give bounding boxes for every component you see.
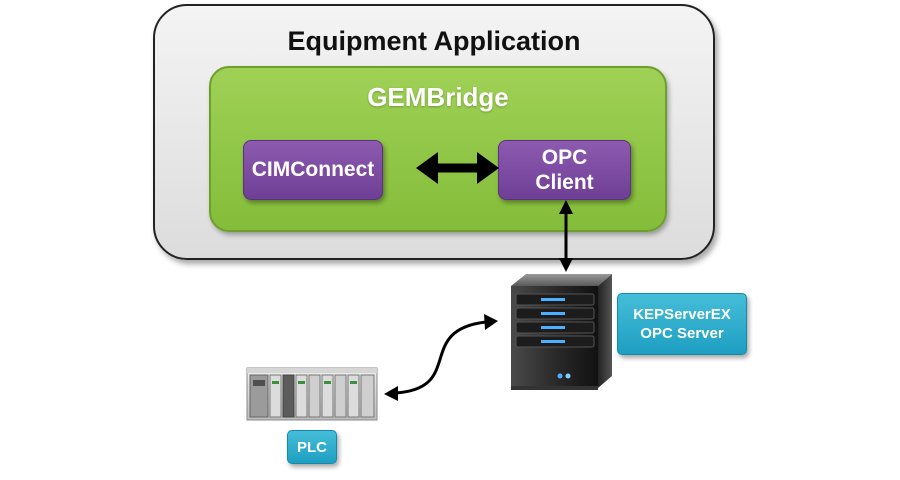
kepserverex-label: KEPServerEX [633,305,731,323]
opc-client-label-line2: Client [535,171,594,194]
server-plc-curved-arrow [384,314,498,401]
gembridge-container: GEMBridge CIMConnect OPC Client [209,66,667,232]
opc-client-box: OPC Client [498,140,631,200]
opc-server-double-arrow [559,200,573,272]
plc-rack-icon [246,367,378,421]
kepserverex-opc-server-box: KEPServerEX OPC Server [617,293,747,355]
equipment-application-container: Equipment Application GEMBridge CIMConne… [153,4,715,260]
opc-client-label-line1: OPC [541,145,588,169]
plc-label: PLC [297,438,327,456]
cim-opc-double-arrow [416,152,499,184]
cimconnect-label: CIMConnect [251,158,375,182]
equipment-application-title: Equipment Application [287,26,581,56]
cimconnect-box: CIMConnect [243,140,383,200]
gembridge-title: GEMBridge [367,82,509,112]
server-icon [511,274,612,390]
opc-server-label: OPC Server [640,325,724,342]
plc-label-box: PLC [287,430,337,464]
